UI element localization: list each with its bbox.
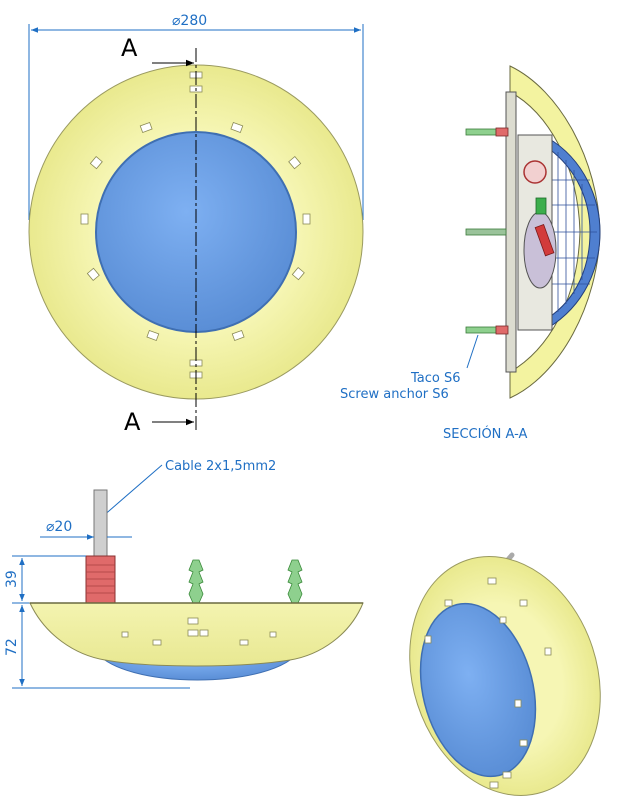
diameter-280-label: ⌀280 bbox=[172, 13, 207, 29]
side-view: Cable 2x1,5mm2 ⌀20 39 72 bbox=[4, 459, 364, 689]
label-taco: Taco S6 bbox=[410, 371, 461, 386]
section-lens-ribs bbox=[550, 152, 597, 312]
label-screw-anchor: Screw anchor S6 bbox=[340, 387, 449, 402]
isometric-view bbox=[409, 552, 601, 796]
side-cable bbox=[93, 489, 108, 559]
section-anchors bbox=[465, 127, 509, 335]
section-mark-bottom: A bbox=[124, 408, 141, 436]
label-seccion: SECCIÓN A-A bbox=[443, 426, 528, 442]
section-housing bbox=[509, 65, 601, 399]
section-mark-top: A bbox=[121, 34, 138, 62]
leader-taco bbox=[466, 334, 479, 369]
side-slots bbox=[121, 617, 277, 646]
section-view: Taco S6 Screw anchor S6 SECCIÓN A-A bbox=[340, 65, 601, 442]
section-green-part bbox=[535, 197, 547, 215]
diameter-20-label: ⌀20 bbox=[46, 519, 72, 535]
height-39-label: 39 bbox=[4, 570, 20, 588]
iso-slots bbox=[424, 577, 552, 789]
side-gland-threads bbox=[86, 564, 115, 594]
side-anchors bbox=[188, 559, 303, 604]
front-view: ⌀280 A A bbox=[28, 13, 364, 436]
leader-cable bbox=[101, 464, 163, 518]
section-red-part bbox=[534, 224, 555, 257]
section-connector bbox=[523, 160, 547, 184]
height-72-label: 72 bbox=[4, 638, 20, 656]
side-cable-gland bbox=[85, 555, 116, 604]
iso-lens bbox=[419, 602, 537, 778]
label-cable: Cable 2x1,5mm2 bbox=[165, 459, 276, 474]
